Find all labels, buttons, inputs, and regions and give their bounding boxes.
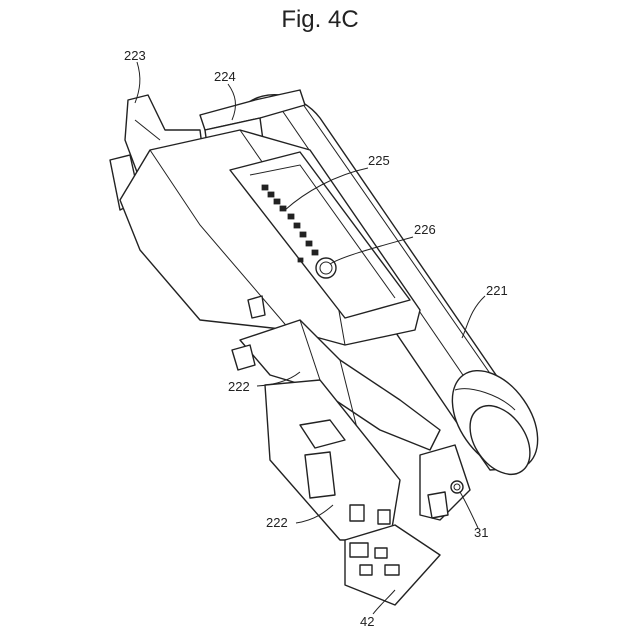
label-222-upper: 222	[228, 380, 250, 393]
label-222-lower: 222	[266, 516, 288, 529]
hub-31	[420, 445, 470, 520]
label-223: 223	[124, 49, 146, 62]
label-226: 226	[414, 223, 436, 236]
label-225: 225	[368, 154, 390, 167]
label-42: 42	[360, 615, 374, 628]
label-31: 31	[474, 526, 488, 539]
label-224: 224	[214, 70, 236, 83]
leader-31	[460, 492, 478, 528]
knob-226	[316, 258, 336, 278]
label-221: 221	[486, 284, 508, 297]
